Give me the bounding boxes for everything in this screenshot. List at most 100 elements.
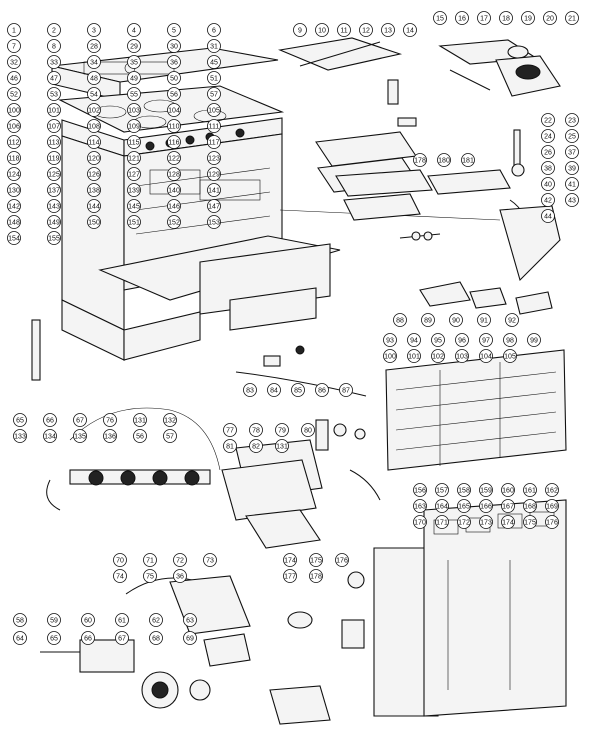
callout-number: 106: [8, 124, 20, 131]
callout-number: 122: [168, 156, 180, 163]
callout-number: 36: [176, 574, 184, 581]
callout-number: 10: [318, 28, 326, 35]
callout-number: 67: [118, 636, 126, 643]
callout-bubble: [7, 71, 21, 85]
callout-number: 28: [90, 44, 98, 51]
callout-oven-141: 141: [207, 183, 221, 197]
callout-bubble: [527, 333, 541, 347]
callout-valve_right-25: 25: [565, 129, 579, 143]
callout-number: 159: [480, 488, 492, 495]
callout-back_panel-157: 157: [435, 483, 449, 497]
callout-number: 35: [130, 60, 138, 67]
callout-bubble: [315, 23, 329, 37]
callout-number: 124: [8, 172, 20, 179]
callout-bubble: [163, 429, 177, 443]
callout-number: 56: [170, 92, 178, 99]
callout-number: 37: [568, 150, 576, 157]
knob-5: [235, 128, 245, 138]
callout-bubble: [309, 553, 323, 567]
callout-bubble: [47, 215, 61, 229]
callout-lower_burner-71: 71: [143, 553, 157, 567]
burner-bracket: [203, 633, 251, 667]
callout-bubble: [267, 383, 281, 397]
callout-bubble: [167, 119, 181, 133]
callout-number: 143: [48, 204, 60, 211]
callout-number: 125: [48, 172, 60, 179]
callout-bubble: [339, 383, 353, 397]
callout-number: 161: [524, 488, 536, 495]
callout-back_panel-162: 162: [545, 483, 559, 497]
callout-back_panel-174: 174: [501, 515, 515, 529]
callout-number: 22: [544, 118, 552, 125]
callout-bubble: [413, 153, 427, 167]
callout-oven-31: 31: [207, 39, 221, 53]
callout-number: 127: [128, 172, 140, 179]
callout-back_panel-156: 156: [413, 483, 427, 497]
callout-bubble: [47, 103, 61, 117]
callout-bubble: [479, 349, 493, 363]
callout-racks-178: 178: [413, 153, 427, 167]
callout-oven-102: 102: [87, 103, 101, 117]
callout-number: 86: [318, 388, 326, 395]
callout-bubble: [7, 183, 21, 197]
callout-number: 24: [544, 134, 552, 141]
callout-number: 137: [48, 188, 60, 195]
callout-oven-124: 124: [7, 167, 21, 181]
callout-number: 34: [90, 60, 98, 67]
callout-bubble: [143, 569, 157, 583]
rack-panels: [335, 169, 511, 221]
callout-number: 129: [208, 172, 220, 179]
valve-assembly-group: [40, 639, 211, 709]
callout-number: 11: [340, 28, 347, 35]
callout-fittings-84: 84: [267, 383, 281, 397]
pipe-vertical: [315, 419, 329, 451]
callout-number: 148: [8, 220, 20, 227]
callout-number: 104: [168, 108, 180, 115]
callout-bubble: [7, 119, 21, 133]
callout-lower_burner-75: 75: [143, 569, 157, 583]
back-cabinet-side: [373, 547, 439, 717]
callout-number: 101: [48, 108, 60, 115]
valve-body: [79, 639, 135, 673]
callout-number: 156: [414, 488, 426, 495]
callout-bubble: [461, 153, 475, 167]
callout-oven-119: 119: [47, 151, 61, 165]
callout-bubble: [565, 113, 579, 127]
callout-number: 178: [414, 158, 426, 165]
callout-bubble: [13, 413, 27, 427]
callout-oven-51: 51: [207, 71, 221, 85]
callout-bubble: [315, 383, 329, 397]
callout-bubble: [87, 183, 101, 197]
washer-1: [411, 231, 421, 241]
callout-back_panel-170: 170: [413, 515, 427, 529]
callout-bubble: [149, 631, 163, 645]
callout-oven-137: 137: [47, 183, 61, 197]
callout-number: 108: [88, 124, 100, 131]
callout-number: 145: [128, 204, 140, 211]
callout-number: 23: [568, 118, 576, 125]
callout-oven-150: 150: [87, 215, 101, 229]
callout-number: 2: [52, 28, 56, 35]
callout-number: 176: [336, 558, 348, 565]
callout-bubble: [431, 349, 445, 363]
callout-number: 102: [432, 354, 444, 361]
callout-bubble: [127, 87, 141, 101]
callout-fittings-86: 86: [315, 383, 329, 397]
callout-number: 147: [208, 204, 220, 211]
callout-number: 5: [172, 28, 176, 35]
callout-brackets-90: 90: [449, 313, 463, 327]
callout-number: 113: [48, 140, 59, 147]
callout-oven-125: 125: [47, 167, 61, 181]
callout-number: 17: [480, 16, 488, 23]
callout-lower_small-176: 176: [335, 553, 349, 567]
rack-panel-2: [427, 169, 511, 195]
callout-oven-7: 7: [7, 39, 21, 53]
callout-oven_rack_frame-96: 96: [455, 333, 469, 347]
callout-number: 141: [208, 188, 220, 195]
callout-number: 169: [546, 504, 558, 511]
callout-bubble: [479, 333, 493, 347]
small-box: [341, 619, 365, 649]
callout-number: 160: [502, 488, 514, 495]
callout-bubble: [223, 439, 237, 453]
callout-valve_right-37: 37: [565, 145, 579, 159]
